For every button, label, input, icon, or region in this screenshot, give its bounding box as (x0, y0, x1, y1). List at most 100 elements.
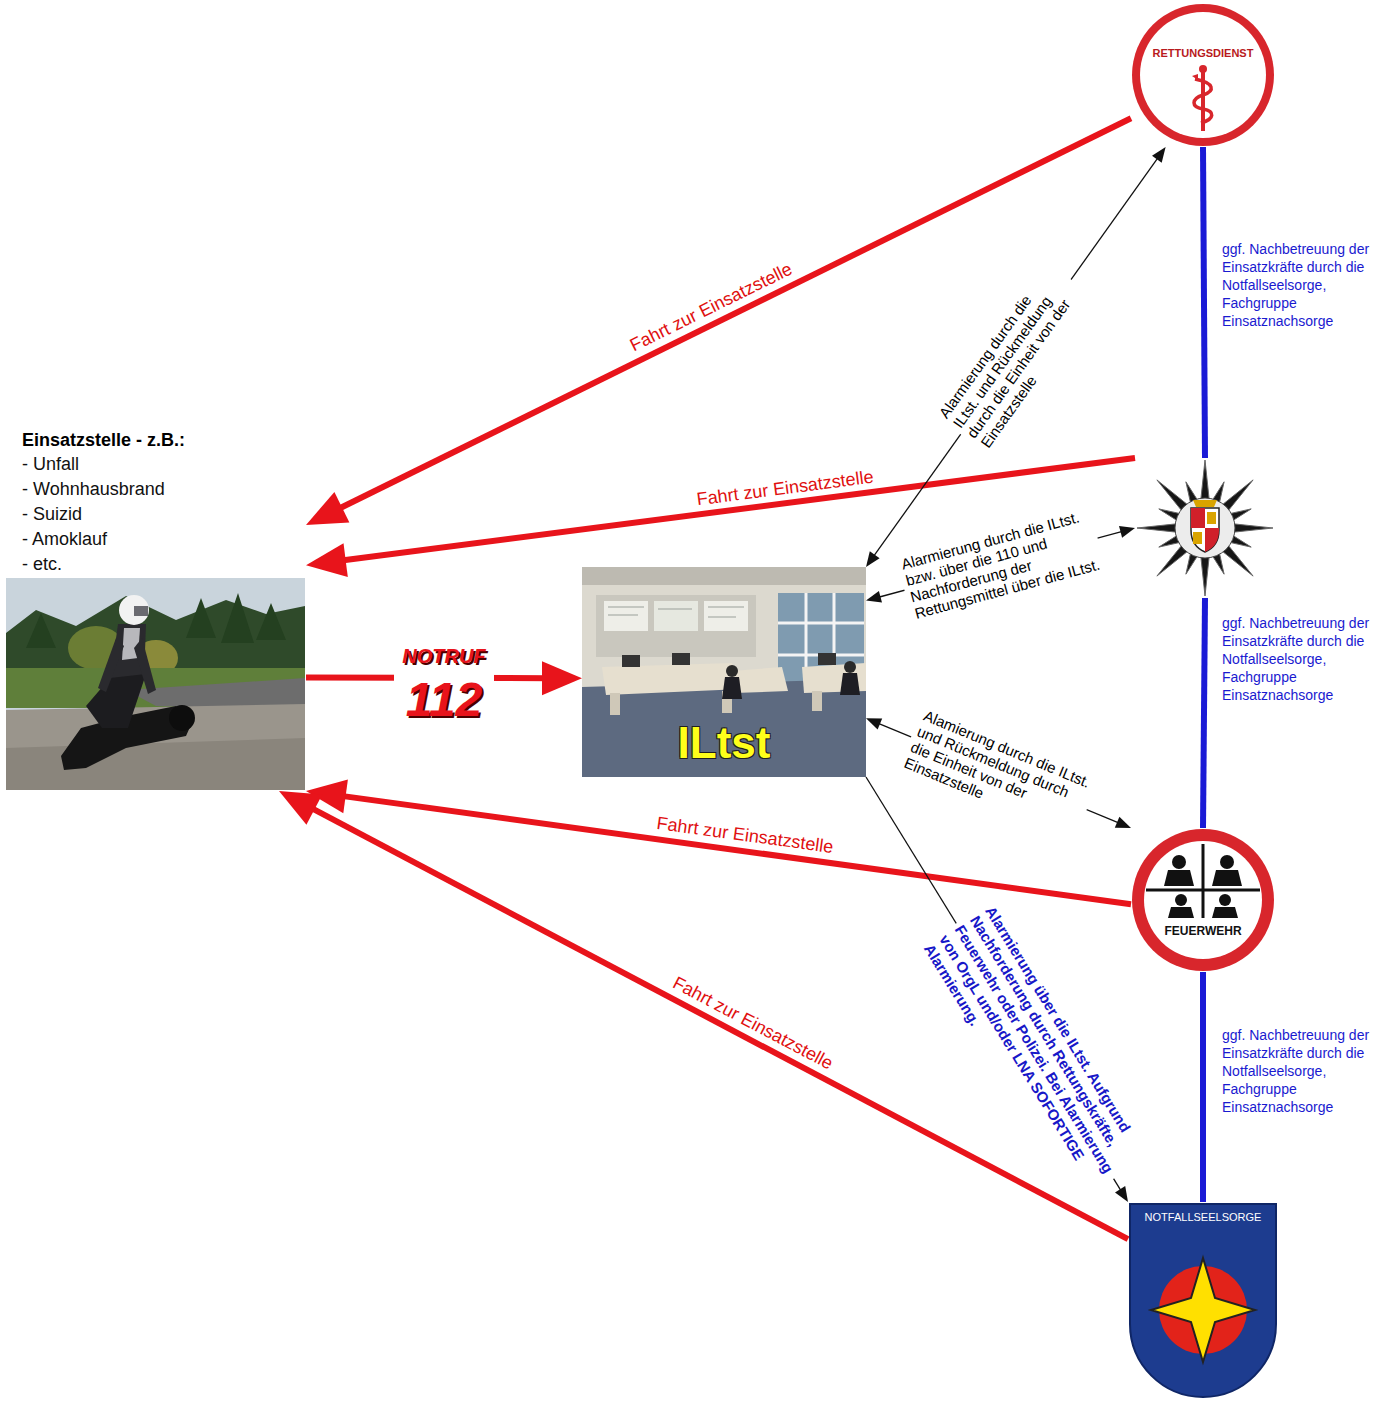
path-part (1191, 508, 1219, 552)
path-part (1164, 870, 1194, 886)
path-part (602, 663, 742, 695)
path-part (1193, 500, 1217, 507)
circle-part (169, 705, 195, 731)
rect-part (672, 653, 690, 665)
path-part (722, 677, 742, 699)
circle-part (119, 595, 149, 625)
node-text: - Amoklauf (22, 527, 306, 552)
police-star (1135, 458, 1275, 598)
path-part (608, 607, 744, 617)
connector-line (335, 118, 1131, 511)
node-text: FEUERWEHR (1131, 924, 1275, 938)
circle-part (1132, 4, 1274, 146)
path-part (1207, 512, 1216, 524)
rect-part (582, 567, 866, 585)
node-text: NOTFALLSEELSORGE (1128, 1210, 1278, 1225)
rect-part (6, 578, 305, 790)
connector-line (873, 157, 1159, 557)
rect-part (622, 655, 640, 667)
path-part (1193, 532, 1202, 544)
arrow-head (279, 791, 322, 825)
connector-line (1203, 147, 1205, 458)
connector-line (1203, 598, 1205, 828)
rect-part (596, 595, 756, 657)
rescue-service-logo: RETTUNGSDIENST (1131, 3, 1275, 147)
edge-label: Fahrt zur Einsatzstelle (667, 972, 839, 1076)
rect-part (654, 601, 698, 631)
node-text: ILtst (678, 719, 771, 767)
rect-part (604, 601, 648, 631)
connector (306, 118, 1131, 525)
polygon-part (1151, 1258, 1255, 1362)
accident-photo (6, 578, 305, 790)
node-text: - Wohnhausbrand (22, 477, 306, 502)
node-text: - Unfall (22, 452, 306, 477)
node-text: Einsatzstelle - z.B.: (22, 428, 306, 452)
path-part (86, 674, 146, 728)
control-center: ILtst (582, 567, 866, 777)
edge-label: Alarmierung durch die ILtst. und Rückmel… (931, 259, 1100, 455)
arrow-head (1115, 817, 1131, 828)
circle-part (1140, 12, 1266, 138)
circle-part (1220, 855, 1234, 869)
pastoral-care-shield: NOTFALLSEELSORGE (1128, 1202, 1278, 1398)
path-part (840, 673, 860, 695)
path-part (610, 691, 822, 715)
circle-part (1199, 65, 1207, 73)
path-part (134, 638, 156, 694)
rescue-emblem (1131, 3, 1275, 147)
fire-emblem (1131, 828, 1275, 972)
edge-label: Alarmierung durch die ILtst. bzw. über d… (895, 503, 1107, 625)
edge-label: NOTRUF 112 (394, 632, 494, 724)
connector-line (1200, 972, 1206, 1202)
arrow-head (866, 591, 882, 603)
circle-part (1175, 498, 1235, 558)
path-part (6, 738, 305, 790)
connector (1203, 598, 1205, 828)
edge-label: ggf. Nachbetreuung der Einsatzkräfte dur… (1222, 240, 1370, 330)
circle-part (844, 661, 856, 673)
edge-label: Alamierung durch die ILtst. und Rückmeld… (897, 703, 1100, 842)
rect-part (818, 653, 836, 665)
care-shield (1128, 1202, 1278, 1398)
arrow-head (1115, 1186, 1128, 1202)
path-part (1168, 907, 1194, 918)
path-part (1192, 74, 1198, 80)
path-part (1212, 907, 1238, 918)
connector (1203, 147, 1205, 458)
circle-part (1132, 829, 1274, 971)
node-text: RETTUNGSDIENST (1131, 47, 1275, 60)
path-part (1205, 528, 1219, 552)
connector (866, 147, 1166, 567)
path-part (6, 704, 305, 790)
circle-part (1219, 894, 1231, 906)
edge-label: Fahrt zur Einsatzstelle (624, 258, 798, 357)
node-text: - Suizid (22, 502, 306, 527)
circle-part (1172, 855, 1186, 869)
node-text: - etc. (22, 552, 306, 577)
path-part (1191, 508, 1205, 528)
circle-part (726, 665, 738, 677)
arrow-head (1152, 147, 1166, 163)
arrow-head (306, 492, 349, 525)
arrow-head (866, 718, 882, 729)
path-part (134, 606, 148, 616)
rect-part (704, 601, 748, 631)
arrow-head (542, 661, 582, 695)
path-part (1130, 1204, 1276, 1397)
arrow-head (306, 543, 348, 577)
edge-label: ggf. Nachbetreuung der Einsatzkräfte dur… (1222, 614, 1370, 704)
line-part (1146, 889, 1260, 892)
circle-part (1175, 894, 1187, 906)
path-part (1194, 79, 1212, 123)
path-part (98, 638, 124, 692)
arrow-head (866, 551, 880, 567)
line-part (1202, 844, 1205, 918)
edge-label: ggf. Nachbetreuung der Einsatzkräfte dur… (1222, 1026, 1370, 1116)
connector (1203, 972, 1204, 1202)
path-part (26, 593, 286, 648)
rect-part (582, 567, 866, 777)
arrow-head (1119, 526, 1135, 538)
